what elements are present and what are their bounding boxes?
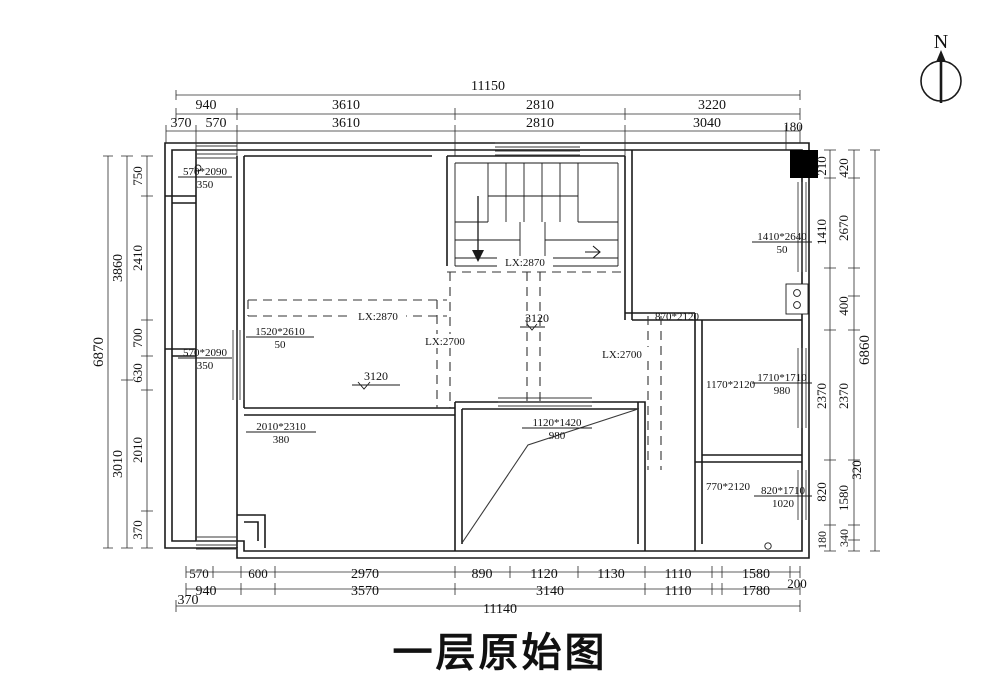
sloped-ceiling-indicator xyxy=(461,408,639,544)
dim-bot2-1: 600 xyxy=(248,566,268,581)
tag-door-room-lower: 770*2120 xyxy=(706,481,751,493)
tag-balcony-upper-sill: 350 xyxy=(197,179,214,191)
dim-right2-0: 210 xyxy=(814,156,829,176)
tag-window-room-mid-size: 1710*1710 xyxy=(757,372,807,384)
beam-label-1: LX:2870 xyxy=(358,311,398,323)
tag-window-room-lower-size: 820*1710 xyxy=(761,485,806,497)
tag-window-center-size: 1120*1420 xyxy=(532,417,582,429)
dim-bot1-1: 3570 xyxy=(351,584,379,599)
dim-bot1-4: 1780 xyxy=(742,584,770,599)
tag-window-right-sill: 50 xyxy=(777,244,789,256)
structural-column xyxy=(790,150,818,178)
beam-label-2: LX:2870 xyxy=(505,257,545,269)
elevation-symbols xyxy=(357,323,538,390)
tag-window-center-sill: 980 xyxy=(549,430,566,442)
dim-top2-4: 3040 xyxy=(693,116,721,131)
height-label-1: 3120 xyxy=(364,369,388,383)
dim-left-outer: 6870 xyxy=(91,337,107,367)
beam-label-3: LX:2700 xyxy=(425,336,465,348)
stair-down-arrow xyxy=(472,250,484,262)
tag-door-living-size: 2010*2310 xyxy=(256,421,306,433)
dimension-text: 11150 940 3610 2810 3220 370 570 3610 28… xyxy=(91,79,873,617)
north-arrow-icon xyxy=(920,50,962,103)
dim-top2-0: 370 xyxy=(171,116,192,131)
dim-bot1-3: 1110 xyxy=(665,584,692,599)
dim-bot1-2: 3140 xyxy=(536,584,564,599)
tag-window-room-mid-sill: 980 xyxy=(774,385,791,397)
fixture-two-circles xyxy=(785,283,809,315)
dim-left1-1: 3010 xyxy=(111,450,126,478)
dim-right2-3: 820 xyxy=(814,482,829,502)
dim-bot2-0: 570 xyxy=(189,566,209,581)
tag-door-right-upper: 870*2120 xyxy=(655,311,700,323)
dim-left1-0: 3860 xyxy=(111,254,126,282)
tag-door-room-mid: 1170*2120 xyxy=(706,379,756,391)
dim-right2-1: 1410 xyxy=(814,219,829,245)
beam-label-4: LX:2700 xyxy=(602,349,642,361)
tag-balcony-upper-size: 570*2090 xyxy=(183,166,228,178)
opening-tags: 570*2090 350 570*2090 350 1520*2610 50 2… xyxy=(183,166,807,510)
north-label: N xyxy=(934,31,948,53)
dim-bot1-0: 940 xyxy=(196,584,217,599)
dim-left2-3: 630 xyxy=(130,363,145,383)
dim-left2-1: 2410 xyxy=(130,245,145,271)
dim-bot2-8: 200 xyxy=(787,576,807,591)
tag-window-living-size: 1520*2610 xyxy=(255,326,305,338)
dim-bot2-5: 1130 xyxy=(597,567,624,582)
dim-right2-2: 2370 xyxy=(814,383,829,409)
window-leaves xyxy=(196,142,807,550)
dim-right1-2: 400 xyxy=(836,296,851,316)
dim-right-outer: 6860 xyxy=(857,335,873,365)
dim-bot2-7: 1580 xyxy=(742,567,770,582)
dim-top2-2: 3610 xyxy=(332,116,360,131)
dim-right1-6: 320 xyxy=(849,460,864,480)
fixture-floor-drain xyxy=(764,542,772,550)
height-label-2: 3120 xyxy=(525,311,549,325)
dim-bot-far-left: 370 xyxy=(178,593,199,608)
dim-left2-4: 2010 xyxy=(130,437,145,463)
dim-top2-3: 2810 xyxy=(526,116,554,131)
dim-bot2-2: 2970 xyxy=(351,567,379,582)
dim-right1-0: 420 xyxy=(836,158,851,178)
dim-right1-5: 340 xyxy=(837,529,851,547)
tag-balcony-lower-size: 570*2090 xyxy=(183,347,228,359)
tag-door-living-sill: 380 xyxy=(273,434,290,446)
dim-bot-outer: 11140 xyxy=(483,602,517,617)
dim-right1-4: 1580 xyxy=(836,485,851,511)
dim-top1-2: 2810 xyxy=(526,98,554,113)
dim-left2-5: 370 xyxy=(130,520,145,540)
dim-right1-3: 2370 xyxy=(836,383,851,409)
dim-left2-0: 750 xyxy=(130,166,145,186)
fixture-small-circle xyxy=(194,164,202,172)
dim-bot2-6: 1110 xyxy=(665,567,692,582)
dim-bot2-4: 1120 xyxy=(530,567,557,582)
dim-bot2-3: 890 xyxy=(472,567,493,582)
dim-top1-3: 3220 xyxy=(698,98,726,113)
tag-window-right-size: 1410*2640 xyxy=(757,231,807,243)
dim-top1-0: 940 xyxy=(196,98,217,113)
dim-top-outer: 11150 xyxy=(471,79,505,94)
tag-window-room-lower-sill: 1020 xyxy=(772,498,795,510)
tag-balcony-lower-sill: 350 xyxy=(197,360,214,372)
dim-right2-4: 180 xyxy=(815,531,829,549)
dim-left2-2: 700 xyxy=(130,328,145,348)
dim-top1-1: 3610 xyxy=(332,98,360,113)
dim-right1-1: 2670 xyxy=(836,215,851,241)
page-title: 一层原始图 xyxy=(392,630,608,676)
dimension-lines xyxy=(103,90,880,612)
dim-top2-1: 570 xyxy=(206,116,227,131)
dim-top2-5: 180 xyxy=(783,119,803,134)
label-leaders xyxy=(178,176,812,497)
tag-window-living-sill: 50 xyxy=(275,339,287,351)
beam-height-labels: LX:2870 LX:2870 LX:2700 LX:2700 3120 312… xyxy=(350,256,652,383)
